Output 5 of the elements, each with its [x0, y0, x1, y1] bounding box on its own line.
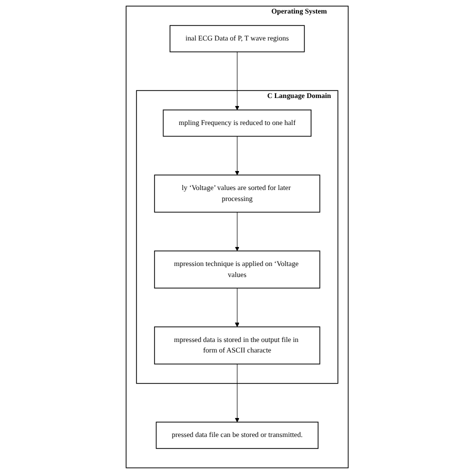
arrow [234, 212, 240, 252]
arrow [234, 288, 240, 328]
arrow [234, 364, 240, 422]
arrow [234, 52, 240, 110]
arrow [234, 136, 240, 176]
